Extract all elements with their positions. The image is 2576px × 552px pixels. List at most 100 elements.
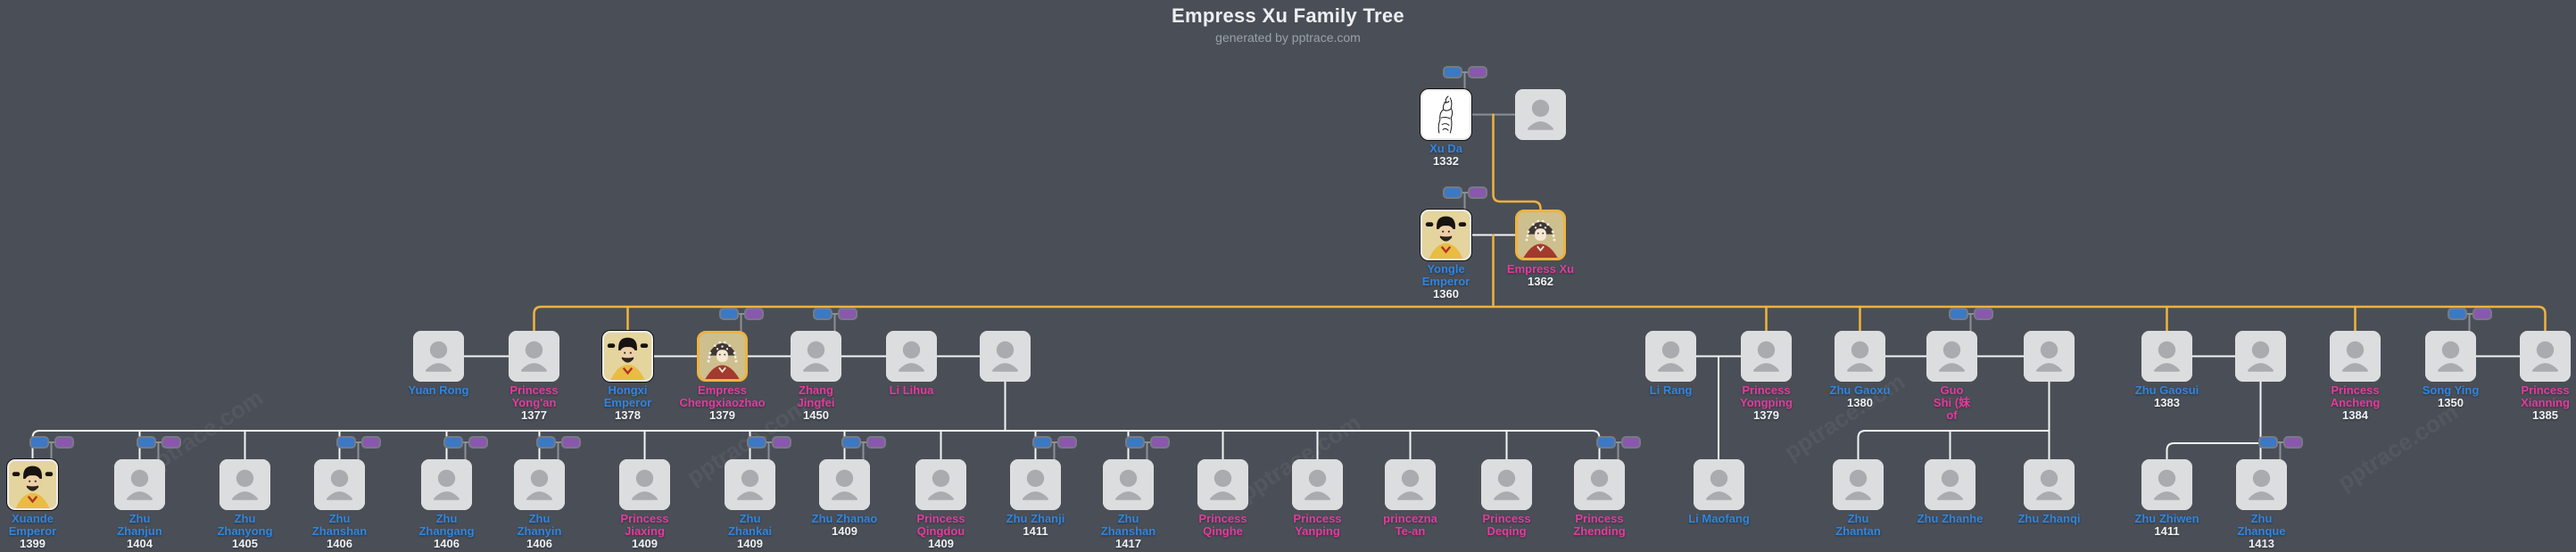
node-zhu-zhanjun[interactable] [114, 459, 165, 510]
descent-rail [533, 305, 2547, 333]
node-empress-xu[interactable] [1515, 210, 1566, 260]
node-zhu-zhanyong[interactable] [219, 459, 270, 510]
node-princess-yongan[interactable] [509, 331, 559, 382]
collapsed-spouse-chip[interactable] [560, 436, 581, 449]
node-zhu-zhangang[interactable] [421, 459, 472, 510]
node-princess-ancheng[interactable] [2330, 331, 2381, 382]
collapsed-spouse-chip[interactable] [1149, 436, 1170, 449]
node-zhu-zhanji[interactable] [1010, 459, 1061, 510]
node-xu-da[interactable] [1421, 89, 1471, 140]
collapsed-spouse-chip[interactable] [468, 436, 488, 449]
collapsed-spouse-chip[interactable] [54, 436, 74, 449]
node-princezna-te-an[interactable] [1385, 459, 1436, 510]
person-avatar-icon [619, 459, 670, 510]
collapsed-male-chip[interactable] [841, 436, 861, 449]
node-princess-yongping[interactable] [1741, 331, 1792, 382]
collapsed-spouse-chip[interactable] [771, 436, 791, 449]
collapsed-male-chip[interactable] [1031, 436, 1052, 449]
person-avatar-icon [2141, 331, 2192, 382]
person-avatar-icon [219, 459, 270, 510]
node-guo-shi[interactable] [1926, 331, 1977, 382]
collapsed-male-chip[interactable] [1595, 436, 1616, 449]
person-avatar-icon [2235, 331, 2286, 382]
person-avatar-icon [2024, 459, 2075, 510]
node-yuan-rong[interactable] [413, 331, 464, 382]
node-spouse-of-xu-da[interactable] [1515, 89, 1566, 140]
node-zhu-zhanshan[interactable] [314, 459, 365, 510]
collapsed-male-chip[interactable] [746, 436, 766, 449]
collapsed-spouse-chip[interactable] [1973, 308, 1993, 320]
person-avatar-icon [1481, 459, 1532, 510]
node-zhu-zhanhe[interactable] [1925, 459, 1975, 510]
node-zhu-zhanque[interactable] [2236, 459, 2287, 510]
collapsed-male-chip[interactable] [2447, 308, 2467, 320]
node-li-maofang[interactable] [1694, 459, 1744, 510]
collapsed-male-chip[interactable] [1948, 308, 1968, 320]
node-princess-xianning[interactable] [2520, 331, 2571, 382]
collapsed-spouse-chip[interactable] [2282, 436, 2303, 449]
collapsed-male-chip[interactable] [136, 436, 156, 449]
node-zhu-gaosui[interactable] [2141, 331, 2192, 382]
collapsed-male-chip[interactable] [1124, 436, 1145, 449]
node-zhu-zhanyin[interactable] [514, 459, 565, 510]
node-princess-deqing[interactable] [1481, 459, 1532, 510]
node-zhang-jingfei[interactable] [791, 331, 841, 382]
node-princess-zhending[interactable] [1574, 459, 1625, 510]
person-avatar-icon [886, 331, 937, 382]
collapsed-spouse-chip[interactable] [866, 436, 886, 449]
node-princess-yanping[interactable] [1292, 459, 1343, 510]
node-zhu-zhiwen[interactable] [2141, 459, 2192, 510]
collapsed-male-chip[interactable] [1442, 186, 1462, 199]
collapsed-spouse-chip[interactable] [161, 436, 181, 449]
person-avatar-icon [514, 459, 565, 510]
node-zhu-zhanshan-2[interactable] [1103, 459, 1154, 510]
person-avatar-icon [1385, 459, 1436, 510]
empress-portrait [1518, 212, 1563, 258]
collapsed-spouse-chip[interactable] [1056, 436, 1077, 449]
node-zhu-gaoxu[interactable] [1835, 331, 1885, 382]
collapsed-spouse-chip[interactable] [837, 308, 857, 320]
node-princess-qingdou[interactable] [915, 459, 966, 510]
node-yongle-emperor[interactable] [1421, 210, 1471, 260]
collapsed-spouse-chip[interactable] [1467, 66, 1487, 78]
ink-sketch-portrait [1422, 91, 1470, 138]
collapsed-male-chip[interactable] [812, 308, 832, 320]
collapsed-male-chip[interactable] [718, 308, 739, 320]
node-zhu-zhankai[interactable] [725, 459, 775, 510]
person-avatar-icon [1010, 459, 1061, 510]
node-xuande-emperor[interactable] [7, 459, 58, 510]
node-unnamed-1[interactable] [980, 331, 1031, 382]
collapsed-male-chip[interactable] [29, 436, 49, 449]
descent-rail [2166, 442, 2263, 460]
person-avatar-icon [819, 459, 870, 510]
collapsed-male-chip[interactable] [1442, 66, 1462, 78]
collapsed-male-chip[interactable] [443, 436, 463, 449]
node-princess-qinghe[interactable] [1197, 459, 1248, 510]
collapsed-spouse-chip[interactable] [360, 436, 381, 449]
person-avatar-icon [114, 459, 165, 510]
collapsed-spouse-chip[interactable] [2472, 308, 2492, 320]
node-li-rang[interactable] [1645, 331, 1696, 382]
node-zhu-zhantan[interactable] [1833, 459, 1884, 510]
collapsed-male-chip[interactable] [535, 436, 556, 449]
node-zhu-zhanao[interactable] [819, 459, 870, 510]
collapsed-spouse-chip[interactable] [1467, 186, 1487, 199]
node-unnamed-3[interactable] [2235, 331, 2286, 382]
collapsed-male-chip[interactable] [335, 436, 356, 449]
node-hongxi-emperor[interactable] [602, 331, 653, 382]
empress-portrait [700, 334, 745, 379]
node-unnamed-2[interactable] [2024, 331, 2075, 382]
collapsed-spouse-chip[interactable] [743, 308, 764, 320]
node-empress-chengxiaozhao[interactable] [697, 331, 748, 382]
collapsed-male-chip[interactable] [2257, 436, 2278, 449]
node-li-lihua[interactable] [886, 331, 937, 382]
node-song-ying[interactable] [2425, 331, 2476, 382]
person-avatar-icon [1925, 459, 1975, 510]
node-zhu-zhanqi[interactable] [2024, 459, 2075, 510]
node-princess-jiaxing[interactable] [619, 459, 670, 510]
collapsed-spouse-chip[interactable] [1620, 436, 1641, 449]
person-avatar-icon [1574, 459, 1625, 510]
person-avatar-icon [1833, 459, 1884, 510]
